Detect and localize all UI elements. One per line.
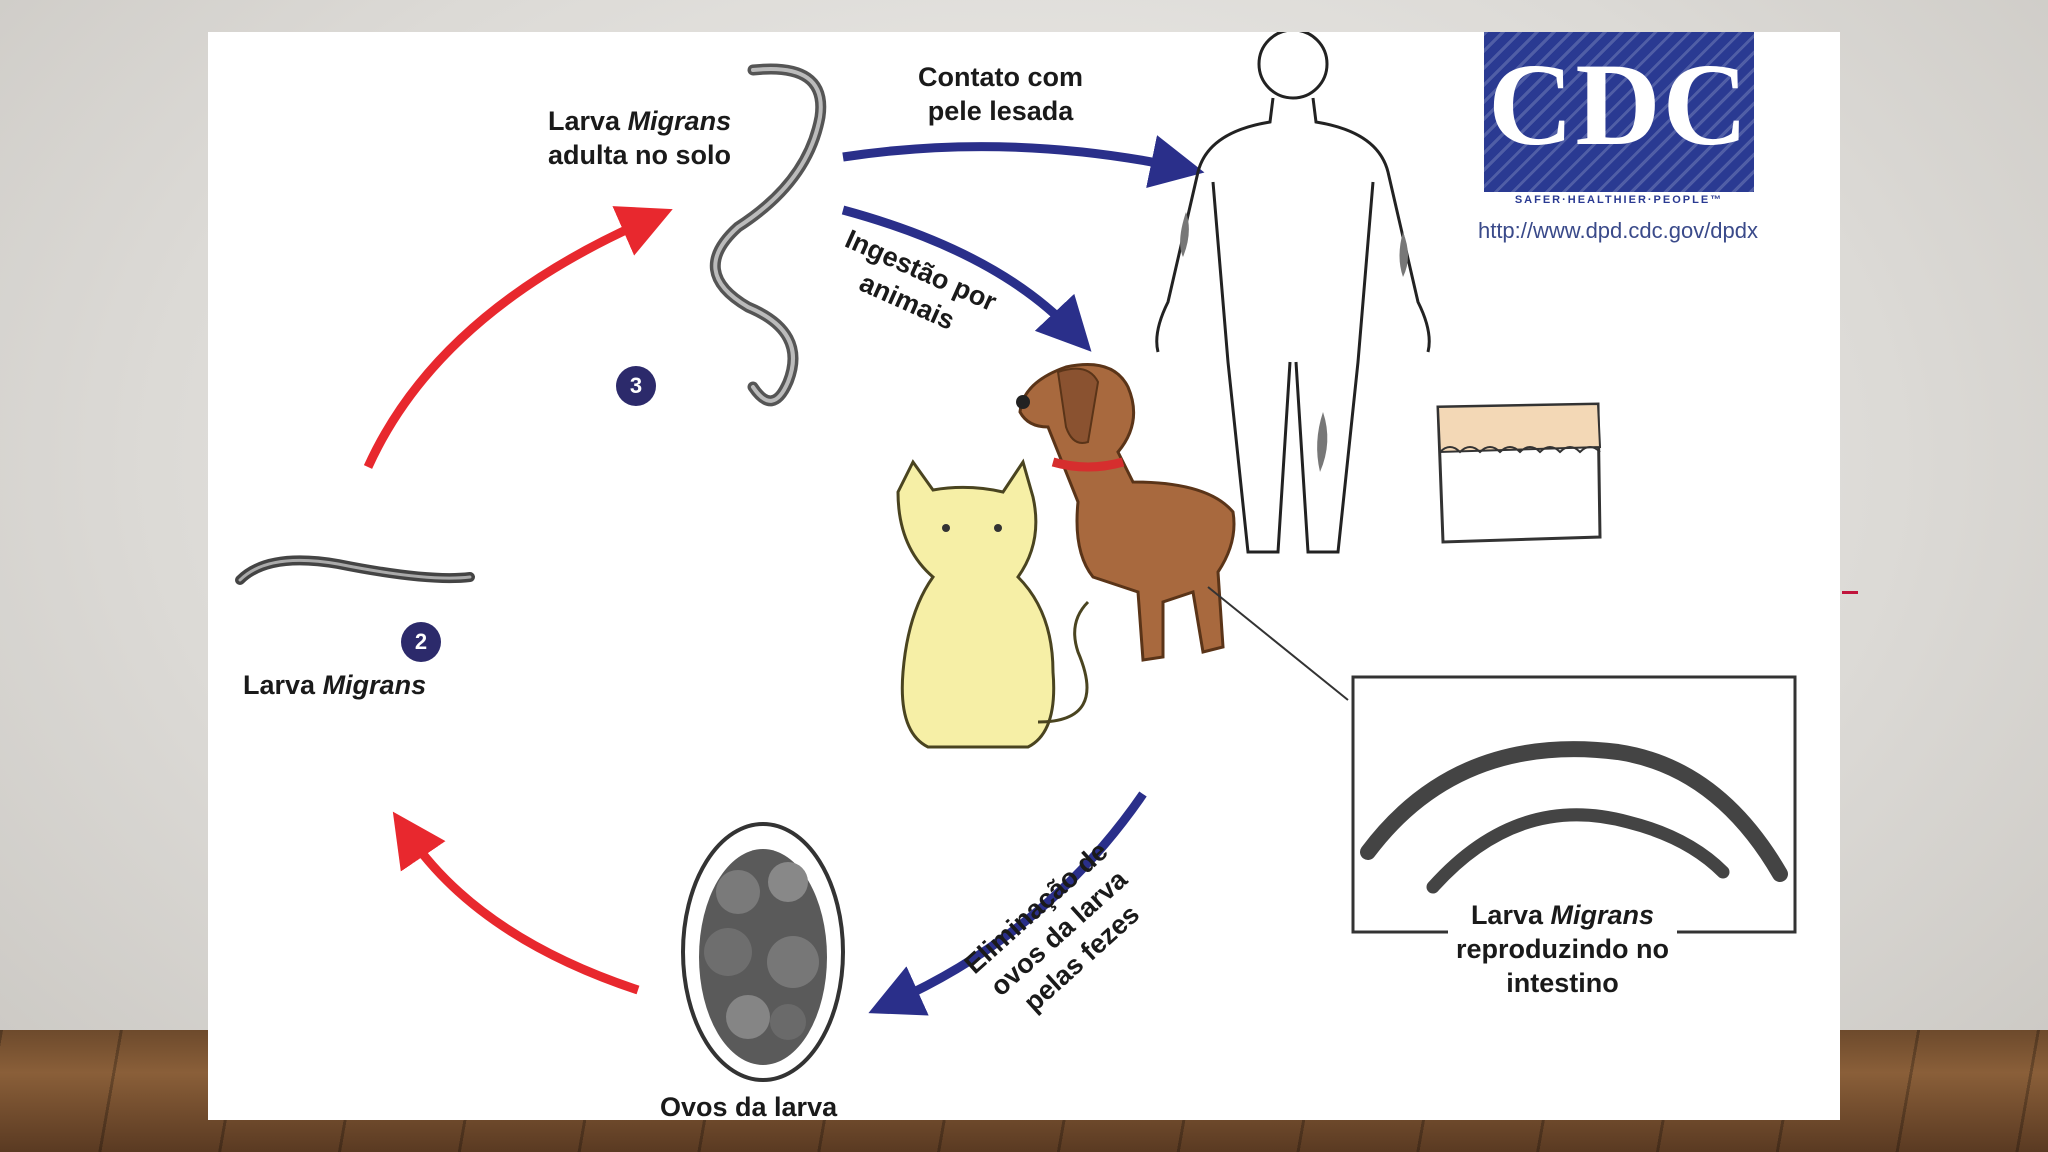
red-arrow-up	[363, 206, 673, 469]
pointer-line	[1207, 586, 1349, 701]
cat	[896, 458, 1090, 749]
life-cycle-diagram	[235, 32, 1797, 1082]
human-figure	[1155, 32, 1431, 554]
blue-arrow-contact	[842, 135, 1205, 189]
red-accent-mark	[1842, 591, 1858, 594]
cdc-logo: CDC	[1484, 32, 1754, 192]
cdc-url-link[interactable]: http://www.dpd.cdc.gov/dpdx	[1477, 218, 1759, 243]
dog	[1016, 363, 1236, 662]
label-contact: Contato com pele lesada	[918, 62, 1083, 126]
step-2-badge: 2	[401, 622, 441, 662]
blue-arrow-elimination	[868, 791, 1147, 1016]
red-arrow-left	[392, 811, 640, 995]
slide: Larva Migrans adulta no solo Contato com…	[208, 32, 1840, 1120]
label-adult-in-soil: Larva Migrans adulta no solo	[548, 106, 732, 170]
blue-arrow-ingestion	[841, 205, 1092, 352]
skin-block	[1436, 402, 1602, 544]
step-3-badge: 3	[616, 366, 656, 406]
cdc-tagline: SAFER·HEALTHIER·PEOPLE™	[1514, 194, 1724, 206]
label-intestine: Larva Migrans reproduzindo no intestino	[1448, 898, 1677, 1000]
label-larva: Larva Migrans	[243, 670, 427, 700]
larva-egg	[681, 822, 845, 1082]
label-eggs: Ovos da larva	[660, 1092, 838, 1120]
